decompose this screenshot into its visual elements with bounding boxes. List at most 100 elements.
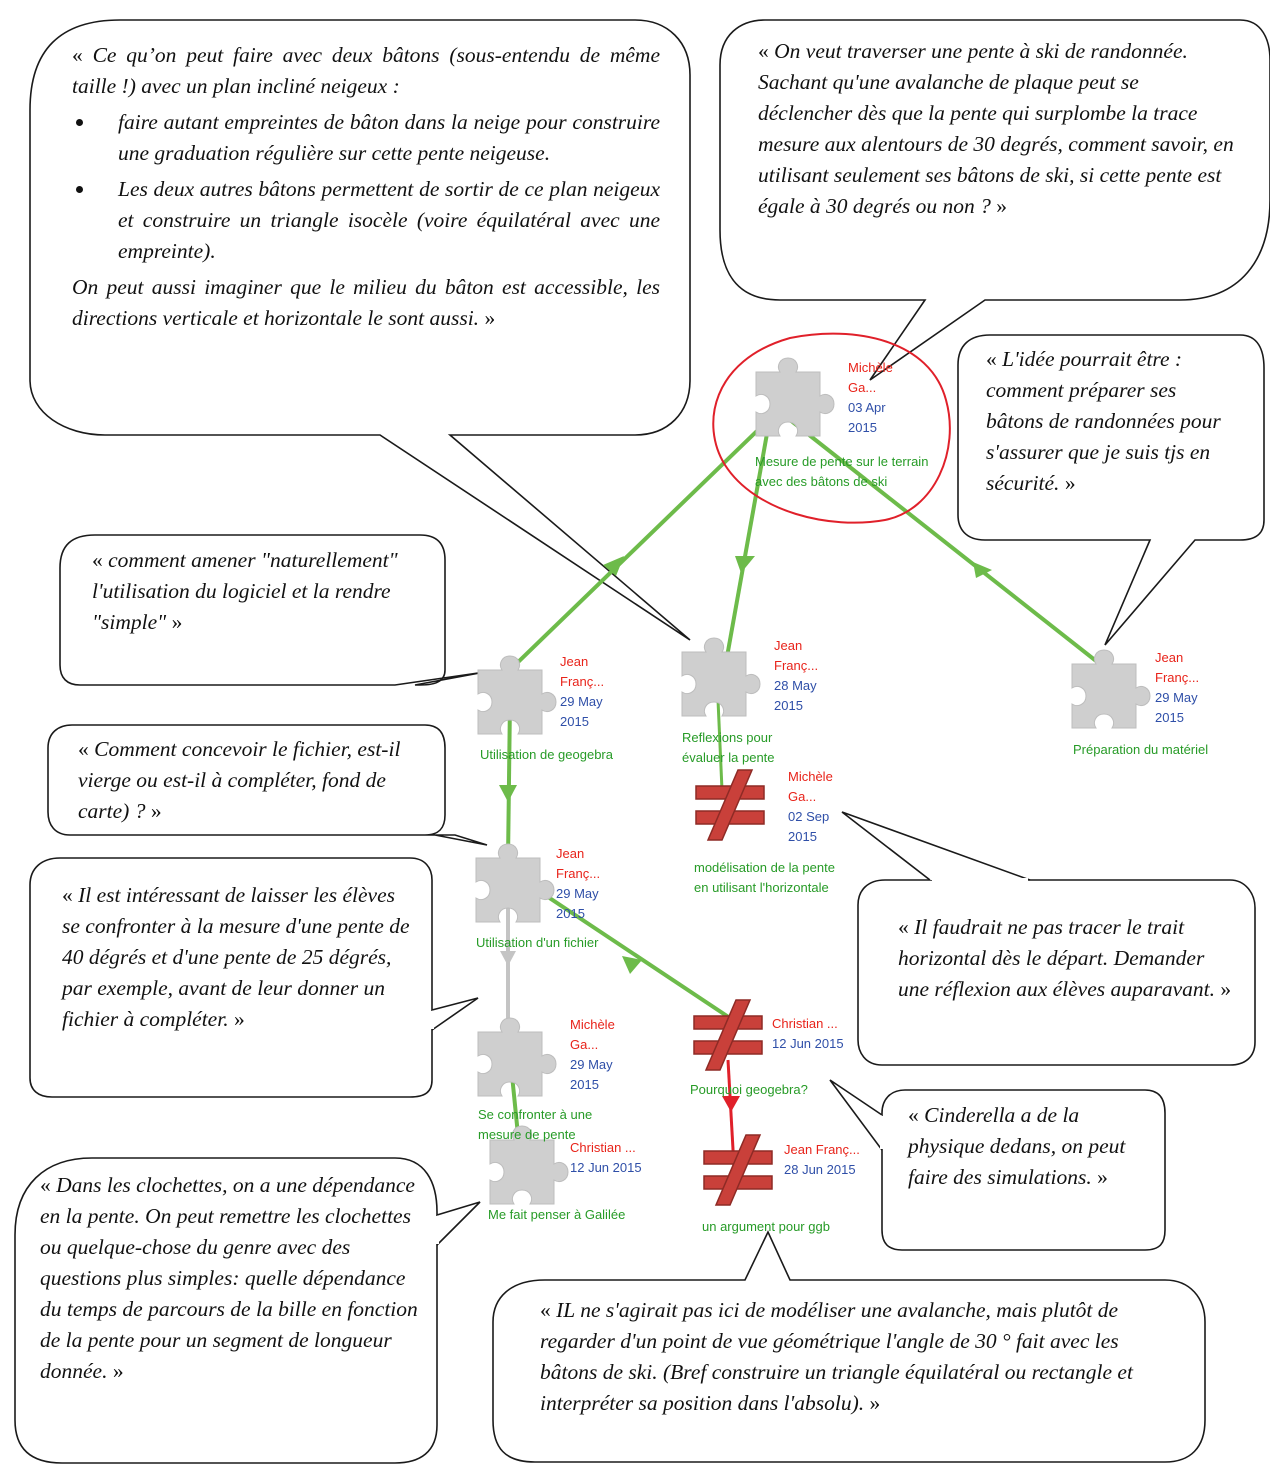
speech-bubble-3: [957, 334, 1265, 646]
node-date: 28 Jun 2015: [784, 1162, 856, 1177]
node-date: 02 Sep 2015: [788, 809, 830, 844]
highlight-circle: [712, 332, 951, 524]
node-n2-meta: Jean Franç... 29 May 2015: [560, 652, 630, 732]
puzzle-icon[interactable]: [681, 637, 761, 717]
bubble-1-intro: Ce qu’on peut faire avec deux bâtons (so…: [72, 43, 661, 98]
arrowhead: [622, 956, 642, 974]
quote-close: »: [990, 194, 1008, 218]
node-date: 29 May 2015: [556, 886, 599, 921]
puzzle-icon[interactable]: [477, 655, 557, 735]
node-author: Christian ...: [570, 1140, 636, 1155]
node-author: Jean Franç...: [1155, 650, 1200, 685]
node-n6-meta: Jean Franç... 29 May 2015: [556, 844, 626, 924]
quote-open: «: [92, 548, 109, 572]
node-n9-title[interactable]: Me fait penser à Galilée: [488, 1207, 626, 1222]
puzzle-icon[interactable]: [1071, 649, 1151, 729]
list-item: faire autant empreintes de bâton dans la…: [72, 107, 660, 169]
quote-close: »: [166, 610, 183, 634]
quote-open: «: [758, 39, 775, 63]
bubble-5-text: « Comment concevoir le fichier, est-il v…: [78, 734, 430, 827]
node-n6-title[interactable]: Utilisation d'un fichier: [476, 935, 599, 950]
node-n9-meta: Christian ... 12 Jun 2015: [570, 1138, 670, 1178]
node-author: Jean Franç...: [784, 1142, 860, 1157]
quote-close: »: [228, 1007, 245, 1031]
quote-close: »: [479, 306, 496, 330]
node-date: 03 Apr 2015: [848, 400, 886, 435]
bubble-7-body: Il faudrait ne pas tracer le trait horiz…: [898, 915, 1216, 1001]
quote-close: »: [107, 1359, 124, 1383]
node-author: Jean Franç...: [774, 638, 819, 673]
quote-open: «: [72, 43, 93, 67]
arrowhead: [722, 1096, 740, 1112]
speech-bubble-1: [29, 19, 691, 641]
bubble-4-text: « comment amener "naturellement" l'utili…: [92, 545, 422, 638]
node-date: 28 May 2015: [774, 678, 817, 713]
quote-open: «: [40, 1173, 57, 1197]
node-n4-title[interactable]: Préparation du matériel: [1073, 742, 1209, 757]
node-n10-title[interactable]: un argument pour ggb: [702, 1219, 830, 1234]
not-equal-icon[interactable]: [695, 769, 765, 841]
node-author: Michèle Ga...: [570, 1017, 615, 1052]
node-n3-title[interactable]: Reflexions pour évaluer la pente: [682, 730, 775, 765]
node-author: Christian ...: [772, 1016, 838, 1031]
node-n8-title[interactable]: Pourquoi geogebra?: [690, 1082, 808, 1097]
node-n1-title[interactable]: Mesure de pente sur le terrain avec des …: [755, 454, 929, 489]
node-author: Jean Franç...: [560, 654, 605, 689]
edge-n3-n5: [716, 699, 724, 791]
node-n7-meta: Michèle Ga... 29 May 2015: [570, 1015, 640, 1095]
node-author: Jean Franç...: [556, 846, 601, 881]
arrowhead: [500, 951, 516, 966]
node-n5-title[interactable]: modélisation de la pente en utilisant l'…: [694, 860, 835, 895]
bubble-3-text: « L'idée pourrait être : comment prépare…: [986, 344, 1226, 499]
quote-open: «: [540, 1298, 557, 1322]
bubble-6-body: Il est intéressant de laisser les élèves…: [62, 883, 410, 1031]
node-n1-meta: Michèle Ga... 03 Apr 2015: [848, 358, 918, 438]
edges: [499, 410, 1107, 1186]
bubble-5-body: Comment concevoir le fichier, est-il vie…: [78, 737, 401, 823]
node-n10-meta: Jean Franç... 28 Jun 2015: [784, 1140, 884, 1180]
speech-bubble-9: [14, 1157, 481, 1464]
quote-open: «: [986, 347, 1003, 371]
puzzle-icon[interactable]: [475, 843, 555, 923]
speech-bubble-6: [29, 857, 479, 1098]
node-author: Michèle Ga...: [848, 360, 893, 395]
bubble-10-text: « IL ne s'agirait pas ici de modéliser u…: [540, 1295, 1140, 1419]
bubble-6-text: « Il est intéressant de laisser les élèv…: [62, 880, 414, 1035]
speech-bubble-5: [47, 724, 488, 846]
node-n3-meta: Jean Franç... 28 May 2015: [774, 636, 844, 716]
bubble-2-text: « On veut traverser une pente à ski de r…: [758, 36, 1238, 222]
bubble-7-text: « Il faudrait ne pas tracer le trait hor…: [898, 912, 1238, 1005]
node-author: Michèle Ga...: [788, 769, 833, 804]
speech-bubble-7: [841, 811, 1256, 1066]
puzzle-icon[interactable]: [477, 1017, 557, 1097]
edge-n2-n6: [506, 699, 512, 861]
quote-close: »: [1215, 977, 1232, 1001]
bubble-3-body: L'idée pourrait être : comment préparer …: [986, 347, 1221, 495]
edge-n1-n3: [723, 427, 770, 669]
speech-bubble-10: [492, 1230, 1206, 1463]
quote-open: «: [908, 1103, 925, 1127]
arrowhead: [499, 785, 517, 802]
not-equal-icon[interactable]: [693, 999, 763, 1071]
quote-close: »: [1091, 1165, 1108, 1189]
bubble-2-body: On veut traverser une pente à ski de ran…: [758, 39, 1234, 218]
node-date: 29 May 2015: [570, 1057, 613, 1092]
arrowhead: [973, 562, 992, 578]
puzzle-icon[interactable]: [755, 357, 835, 437]
quote-close: »: [145, 799, 162, 823]
bubble-8-text: « Cinderella a de la physique dedans, on…: [908, 1100, 1148, 1193]
arrowhead: [603, 556, 624, 576]
bubble-4-body: comment amener "naturellement" l'utilisa…: [92, 548, 398, 634]
node-n2-title[interactable]: Utilisation de geogebra: [480, 747, 613, 762]
quote-open: «: [78, 737, 95, 761]
bubble-9-text: « Dans les clochettes, on a une dépendan…: [40, 1170, 422, 1387]
bubble-1-outro: On peut aussi imaginer que le milieu du …: [72, 275, 660, 330]
node-date: 29 May 2015: [1155, 690, 1198, 725]
quote-open: «: [898, 915, 915, 939]
node-date: 29 May 2015: [560, 694, 603, 729]
node-n5-meta: Michèle Ga... 02 Sep 2015: [788, 767, 858, 847]
not-equal-icon[interactable]: [703, 1134, 773, 1206]
edge-n1-n2: [513, 426, 762, 667]
node-n7-title[interactable]: Se confronter à une mesure de pente: [478, 1107, 593, 1142]
